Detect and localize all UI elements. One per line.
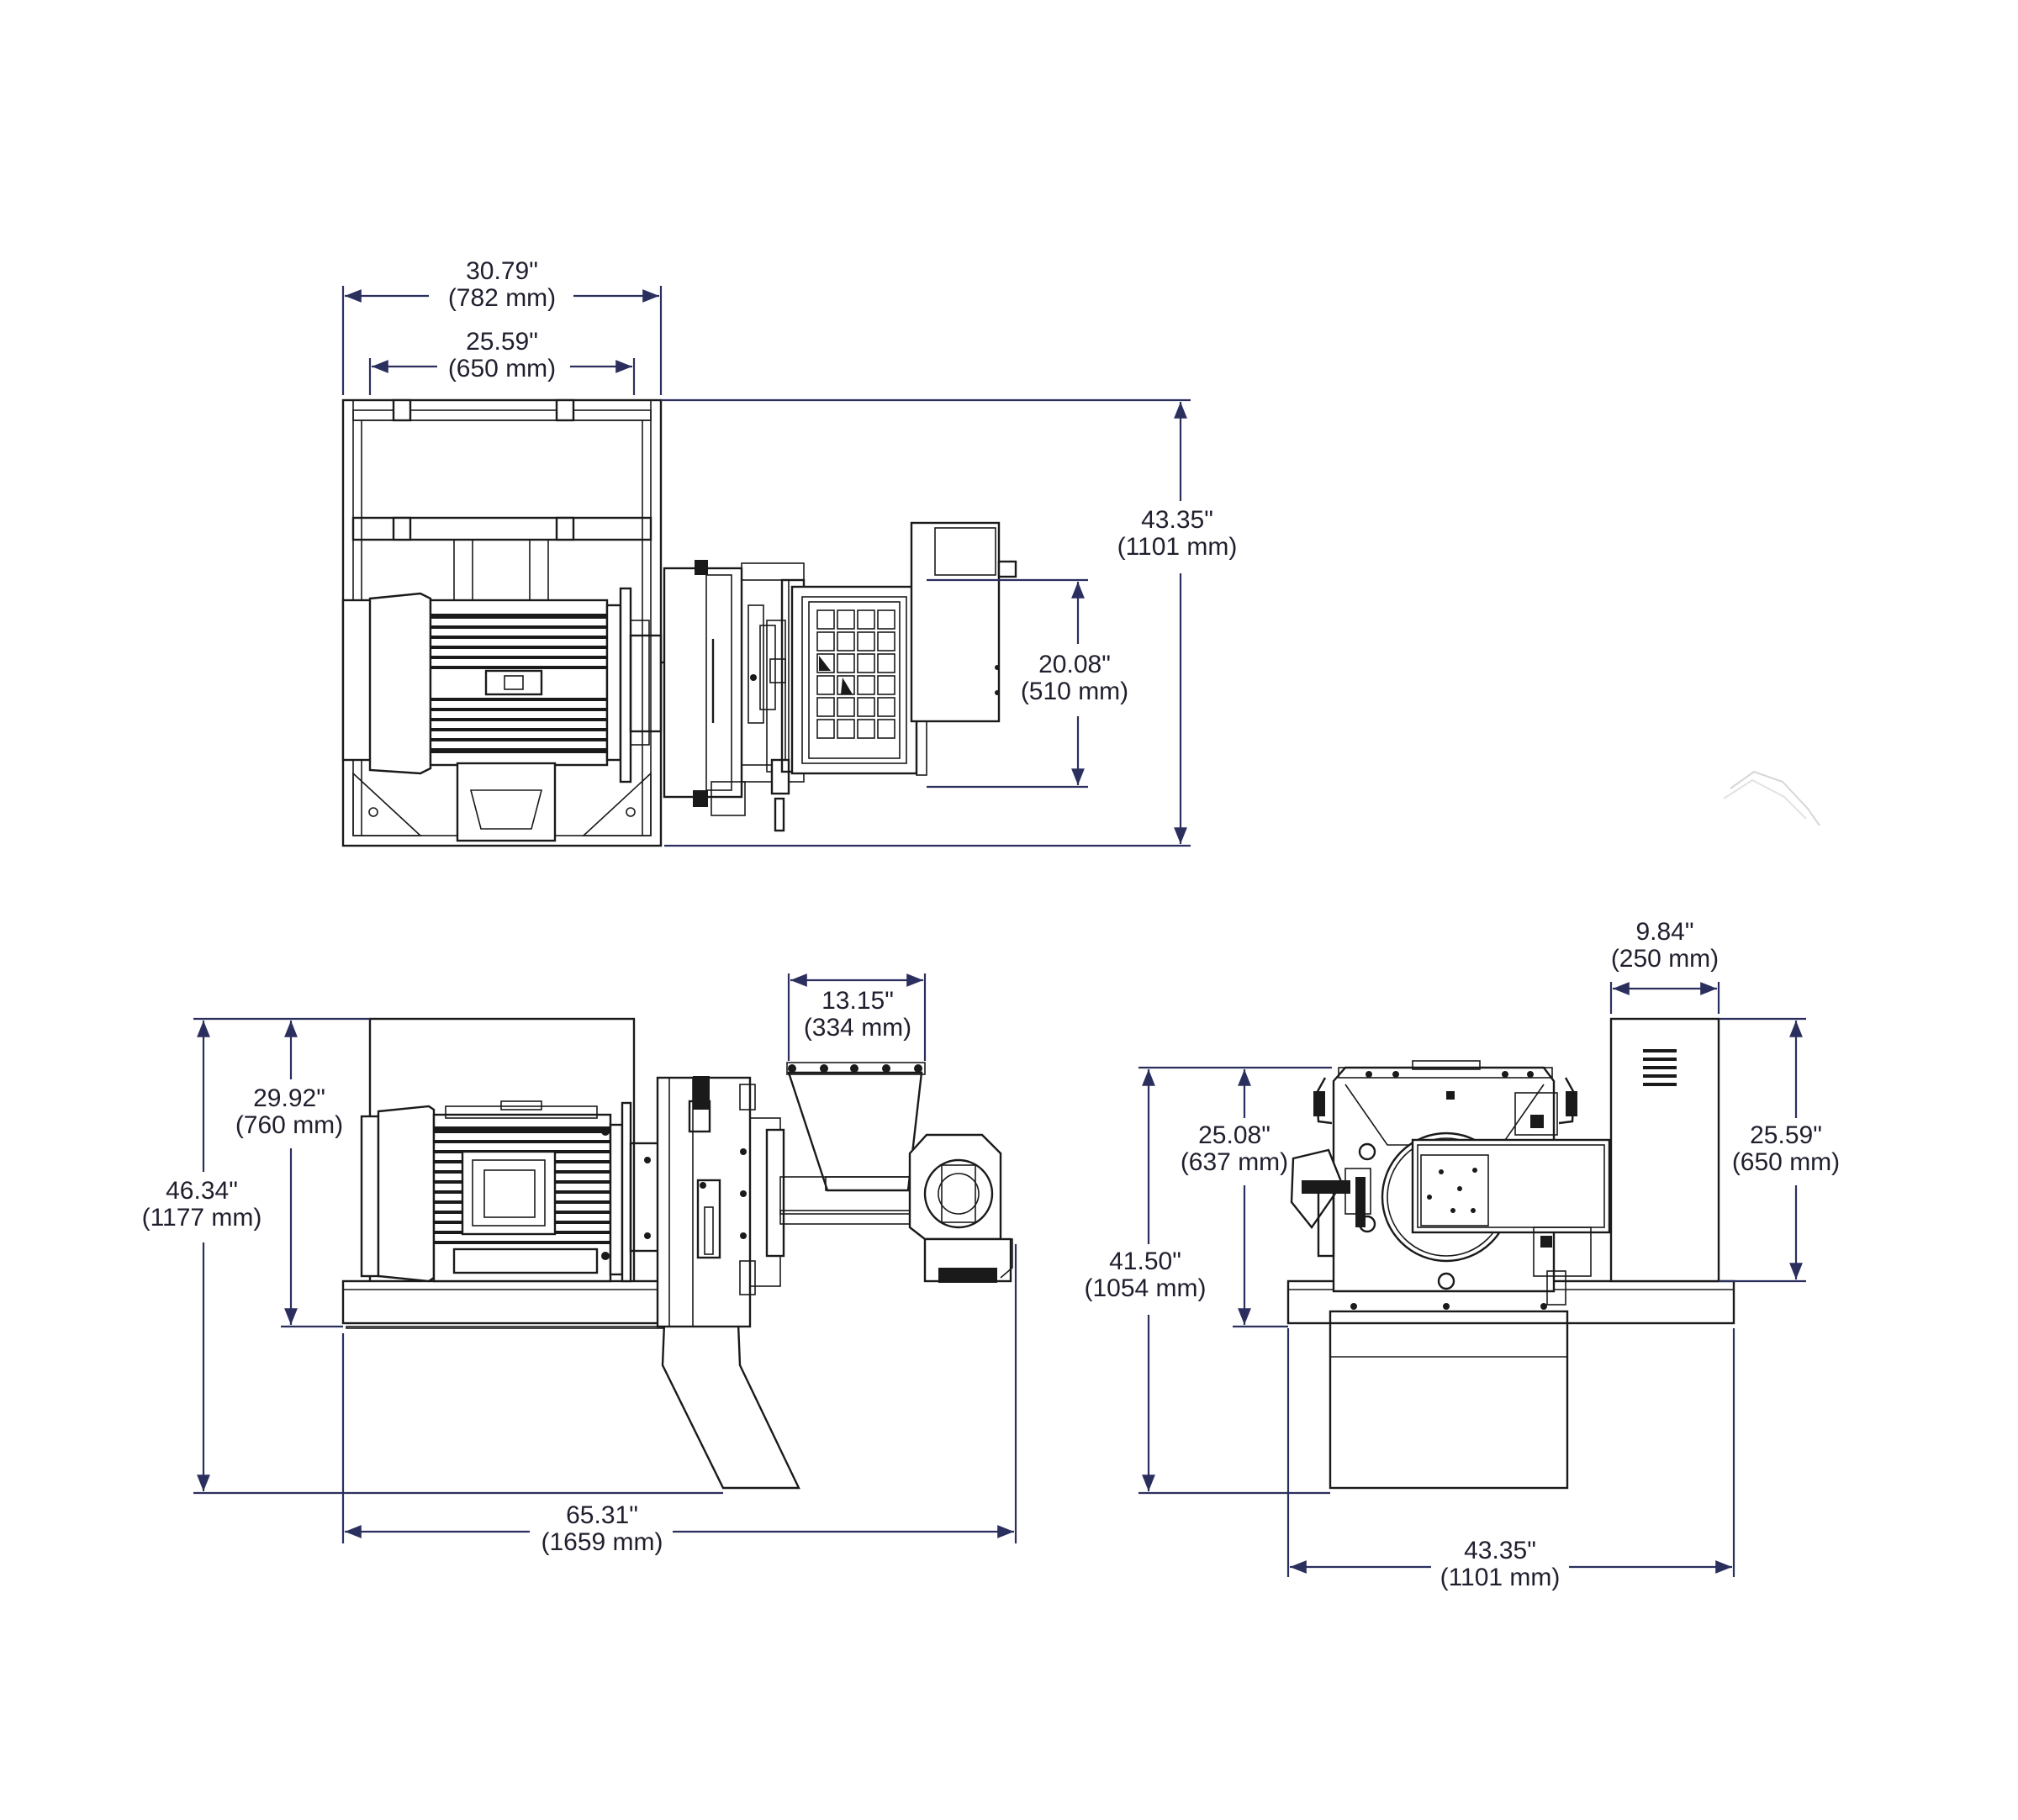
dim-end-box-width-inch: 9.84": [1635, 918, 1693, 946]
dim-side-hopper-inch: 13.15": [821, 987, 894, 1015]
end-base-block: [1329, 1310, 1569, 1490]
dim-top-inner-width-mm: (650 mm): [448, 355, 556, 382]
side-discharge-chute: [661, 1322, 800, 1490]
dim-end-box-height-mm: (650 mm): [1732, 1148, 1840, 1176]
dim-end-housing-height-inch: 25.08": [1198, 1121, 1270, 1149]
dim-side-panel-height-mm: (760 mm): [235, 1111, 343, 1139]
top-drive-unit: [910, 521, 1017, 723]
dim-side-hopper-mm: (334 mm): [804, 1014, 911, 1042]
dim-top-length-mm: (1101 mm): [1117, 533, 1238, 561]
end-motor-box: [1514, 1017, 1720, 1306]
top-screen-unit: [780, 578, 927, 776]
end-view: [1286, 1017, 1735, 1490]
dim-end-width-mm: (1101 mm): [1440, 1564, 1561, 1591]
dim-top-width-mm: (782 mm): [448, 284, 556, 312]
dimension-lines: [193, 286, 1806, 1577]
top-motor: [341, 587, 650, 842]
dim-top-screen-inch: 20.08": [1038, 651, 1111, 678]
side-hopper: [779, 1062, 926, 1225]
top-view: [341, 398, 1017, 847]
top-center-unit: [663, 560, 805, 832]
dim-end-housing-height-mm: (637 mm): [1181, 1148, 1288, 1176]
dim-side-length-mm: (1659 mm): [541, 1528, 663, 1556]
dim-side-total-height-mm: (1177 mm): [142, 1204, 262, 1232]
dim-side-total-height-inch: 46.34": [166, 1177, 238, 1205]
dim-side-panel-height-inch: 29.92": [253, 1084, 325, 1112]
side-center-unit: [656, 1076, 785, 1328]
dim-top-length-inch: 43.35": [1141, 506, 1213, 534]
dim-end-width-inch: 43.35": [1464, 1537, 1536, 1564]
side-view: [341, 1017, 1013, 1490]
dim-end-total-height-mm: (1054 mm): [1084, 1274, 1206, 1302]
dim-end-box-height-inch: 25.59": [1750, 1121, 1822, 1149]
dim-end-total-height-inch: 41.50": [1109, 1248, 1181, 1275]
dimension-labels: 30.79" (782 mm) 25.59" (650 mm) 43.35" (…: [142, 257, 1841, 1591]
side-drive-unit: [908, 1133, 1013, 1283]
dim-top-width-inch: 30.79": [466, 257, 538, 285]
dim-top-inner-width-inch: 25.59": [466, 328, 538, 356]
dim-end-box-width-mm: (250 mm): [1611, 945, 1719, 973]
dim-top-screen-mm: (510 mm): [1021, 678, 1128, 705]
side-motor: [360, 1100, 632, 1283]
dim-side-length-inch: 65.31": [566, 1501, 638, 1529]
end-inspection-box: [1411, 1091, 1611, 1234]
